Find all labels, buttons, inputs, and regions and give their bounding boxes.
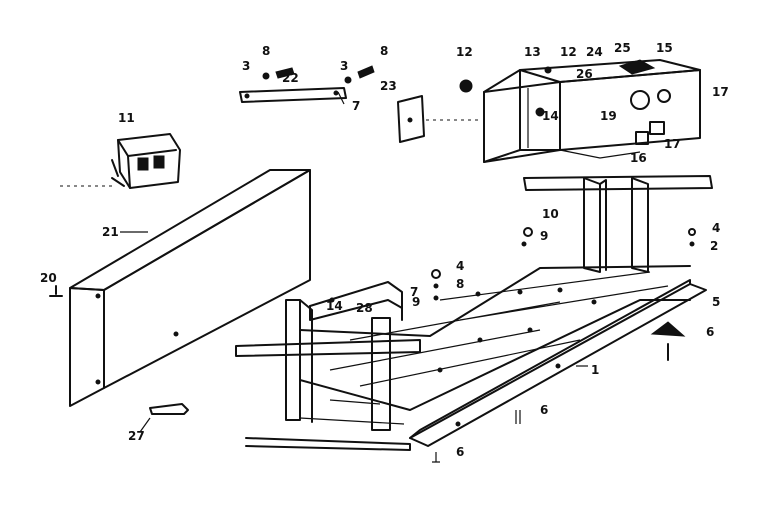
hardware-washers-nuts xyxy=(431,227,696,463)
callout-label: 15 xyxy=(656,41,673,55)
part-20-bolt xyxy=(49,285,63,297)
callout-label: 3 xyxy=(340,59,348,73)
callout-label: 8 xyxy=(456,277,464,291)
callout-label: 6 xyxy=(456,445,464,459)
callout-label: 6 xyxy=(706,325,714,339)
callout-label: 28 xyxy=(356,301,373,315)
callout-label: 7 xyxy=(410,285,418,299)
callout-label: 23 xyxy=(380,79,397,93)
part-21-side-panel xyxy=(60,169,311,407)
callout-label: 12 xyxy=(456,45,473,59)
part-12-knob xyxy=(459,79,473,93)
callout-label: 16 xyxy=(630,151,647,165)
callout-label: 9 xyxy=(412,295,420,309)
leader-lines xyxy=(120,231,588,367)
callout-label: 10 xyxy=(542,207,559,221)
callout-label: 24 xyxy=(586,45,603,59)
callout-label: 5 xyxy=(712,295,720,309)
callout-label: 26 xyxy=(576,67,593,81)
callout-label: 4 xyxy=(456,259,464,273)
callout-label: 13 xyxy=(524,45,541,59)
callout-label: 12 xyxy=(560,45,577,59)
callout-label: 14 xyxy=(542,109,559,123)
part-22-bracket xyxy=(239,65,375,105)
part-23-plate xyxy=(397,95,480,143)
callout-label: 22 xyxy=(282,71,299,85)
callout-label: 25 xyxy=(614,41,631,55)
callout-label: 20 xyxy=(40,271,57,285)
motor-housing-box xyxy=(483,59,701,163)
callout-label: 8 xyxy=(380,44,388,58)
callout-label: 1 xyxy=(591,363,599,377)
callout-label: 9 xyxy=(540,229,548,243)
callout-label: 8 xyxy=(262,44,270,58)
callout-label: 6 xyxy=(540,403,548,417)
part-11-cutter-block xyxy=(111,133,181,189)
upper-rear-frame xyxy=(523,175,713,273)
callout-label: 14 xyxy=(326,299,343,313)
callout-label: 7 xyxy=(352,99,360,113)
callout-label: 17 xyxy=(712,85,729,99)
part-27-bolt xyxy=(139,403,189,433)
callout-label: 3 xyxy=(242,59,250,73)
callout-label: 19 xyxy=(600,109,617,123)
callout-label: 17 xyxy=(664,137,681,151)
callout-label: 2 xyxy=(710,239,718,253)
callout-label: 11 xyxy=(118,111,135,125)
part-1-main-base-frame xyxy=(235,265,707,451)
callout-label: 21 xyxy=(102,225,119,239)
callout-label: 4 xyxy=(712,221,720,235)
callout-label: 27 xyxy=(128,429,145,443)
part-5-foot xyxy=(650,321,686,361)
